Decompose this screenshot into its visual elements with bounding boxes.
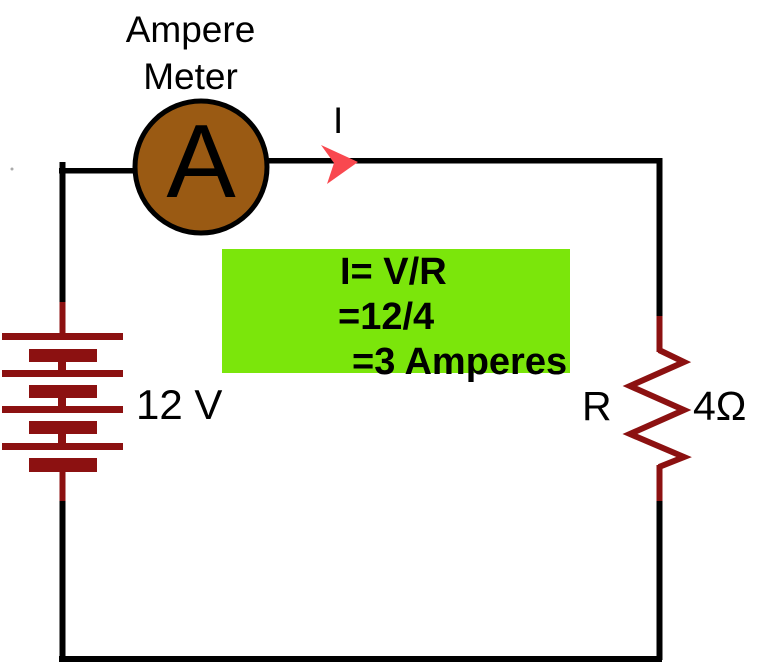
battery-plate-long-1 — [2, 333, 123, 340]
resistor-value-label: 4Ω — [693, 383, 747, 429]
ammeter-title: Ampere Meter — [88, 6, 293, 100]
battery-bottom-lead — [59, 470, 66, 501]
battery-connector-1 — [58, 361, 66, 371]
battery-plate-short-3 — [29, 421, 97, 434]
resistor-zigzag — [622, 347, 692, 470]
calculation-line-2: =12/4 — [338, 296, 435, 338]
ammeter-symbol-label: A — [166, 103, 236, 220]
calculation-line-1: I= V/R — [340, 251, 447, 293]
battery-plate-short-1 — [29, 349, 97, 362]
battery-connector-3 — [58, 433, 66, 444]
resistor-top-lead — [656, 316, 663, 352]
battery-top-lead — [59, 302, 66, 336]
wire-right-lower — [656, 500, 663, 660]
wire-left-lower — [59, 500, 66, 662]
ammeter-title-line1: Ampere — [125, 9, 256, 50]
ammeter-circle — [132, 98, 270, 236]
wires-black — [59, 158, 663, 662]
wire-top-right — [257, 158, 661, 164]
battery-plate-short-4 — [29, 458, 97, 472]
current-label: I — [333, 100, 344, 141]
wire-top-left — [59, 168, 145, 174]
ammeter-title-line2: Meter — [143, 56, 238, 97]
resistor-bottom-lead — [656, 465, 663, 501]
battery-plate-long-4 — [2, 443, 123, 450]
resistor-name-label: R — [582, 383, 612, 429]
calculation-box: I= V/R =12/4 =3 Amperes — [222, 249, 570, 383]
calculation-highlight-box — [222, 249, 570, 373]
battery-connector-2 — [58, 397, 66, 407]
battery-voltage-label: 12 V — [136, 381, 223, 428]
wire-left-upper — [59, 162, 66, 303]
battery-plate-short-2 — [29, 385, 97, 398]
battery-plate-long-3 — [2, 406, 123, 413]
wire-right-upper — [656, 158, 663, 319]
wire-bottom — [59, 656, 662, 662]
calculation-line-3: =3 Amperes — [352, 341, 568, 383]
speck-artifact — [10, 167, 14, 171]
current-arrow-icon — [321, 145, 358, 184]
battery-plate-long-2 — [2, 370, 123, 377]
battery-symbol — [2, 302, 663, 501]
